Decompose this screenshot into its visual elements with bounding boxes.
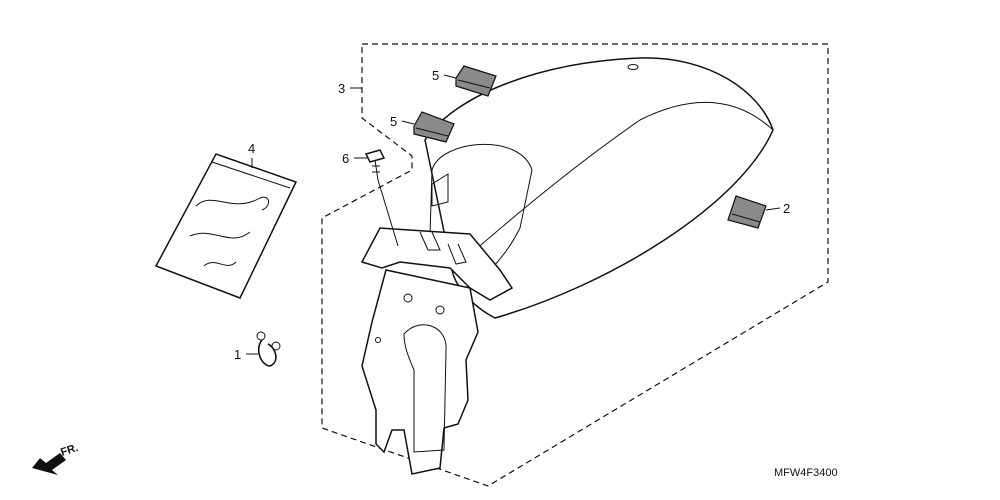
- fender-bracket: [360, 227, 514, 301]
- callout-3: 3: [338, 81, 345, 96]
- direction-label: FR.: [59, 442, 80, 459]
- clip-part-1: [256, 331, 281, 367]
- callout-5-lower: 5: [390, 114, 397, 129]
- front-direction-arrow: FR.: [32, 442, 80, 475]
- callout-5-upper: 5: [432, 68, 439, 83]
- callout-1: 1: [234, 347, 241, 362]
- callout-2: 2: [783, 201, 790, 216]
- reflector-2: [727, 195, 767, 229]
- callout-6: 6: [342, 151, 349, 166]
- rear-fender: [424, 57, 774, 319]
- assembly-boundary: [321, 43, 829, 487]
- reflector-5-lower: [413, 111, 455, 143]
- part-code: MFW4F3400: [774, 467, 838, 479]
- reflector-5-upper: [455, 65, 497, 97]
- mud-guard: [361, 269, 479, 475]
- document-bag-part-4: [154, 153, 298, 299]
- leader-lines: [246, 74, 781, 355]
- callout-4: 4: [248, 141, 255, 156]
- bolt-part-6: [364, 149, 399, 247]
